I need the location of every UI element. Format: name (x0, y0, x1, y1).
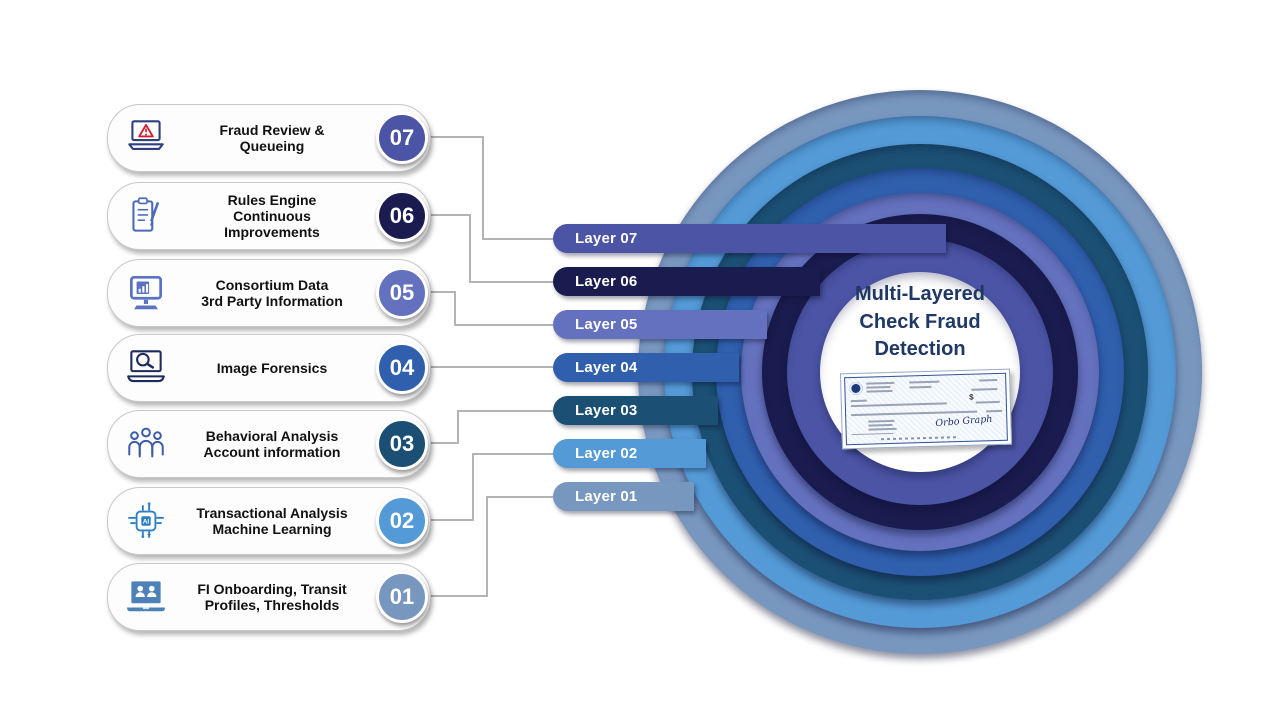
layer-number-badge: 02 (376, 495, 428, 547)
ai-chip-icon: AI (123, 501, 169, 541)
check-bank-logo-icon (849, 381, 863, 396)
connector-02 (430, 453, 553, 521)
card-title: Fraud Review &Queueing (219, 121, 325, 154)
layer-bar-label: Layer 04 (575, 359, 638, 376)
connector-01 (430, 496, 553, 597)
layer-bar-02: Layer 02 (553, 439, 706, 468)
laptop-team-icon (123, 577, 169, 617)
layer-bar-01: Layer 01 (553, 482, 694, 511)
connector-03 (430, 410, 553, 444)
svg-text:AI: AI (143, 519, 150, 526)
title-line-1: Multi-Layered (854, 283, 986, 305)
layer-number-badge: 03 (376, 418, 428, 470)
card-title: Image Forensics (216, 359, 328, 376)
check-dollar-sign: $ (969, 392, 974, 402)
laptop-alert-icon (123, 118, 169, 158)
layer-bar-05: Layer 05 (553, 310, 767, 339)
monitor-chart-icon (123, 273, 169, 313)
check-image: $ Orbo Graph (839, 368, 1013, 450)
layer-bar-label: Layer 02 (575, 445, 638, 462)
diagram-title: Multi-Layered Check Fraud Detection (818, 281, 1022, 364)
layer-number-badge: 07 (376, 112, 428, 164)
card-layer-07: Fraud Review &Queueing 07 (107, 104, 431, 172)
layer-bar-label: Layer 05 (575, 316, 638, 333)
laptop-magnifier-icon (123, 348, 169, 388)
check-signature: Orbo Graph (934, 413, 993, 430)
connector-05 (430, 291, 553, 326)
layer-bar-label: Layer 01 (575, 488, 638, 505)
layer-bar-07: Layer 07 (553, 224, 946, 253)
check-micr-line (880, 435, 959, 441)
clipboard-pencil-icon (123, 196, 169, 236)
connector-07 (430, 136, 553, 240)
check-face: $ Orbo Graph (844, 372, 1008, 446)
check-signature-line (939, 428, 999, 431)
card-layer-04: Image Forensics 04 (107, 334, 431, 402)
title-line-3: Detection (874, 338, 966, 361)
people-group-icon (123, 424, 169, 464)
layer-number-badge: 01 (376, 571, 428, 623)
layer-bar-06: Layer 06 (553, 267, 820, 296)
layer-bar-label: Layer 03 (575, 402, 638, 419)
layer-bar-04: Layer 04 (553, 353, 739, 382)
layer-bar-label: Layer 07 (575, 230, 638, 247)
layer-bar-label: Layer 06 (575, 273, 638, 290)
connector-06 (430, 214, 553, 283)
layer-number-badge: 05 (376, 267, 428, 319)
layer-number-badge: 06 (376, 190, 428, 242)
layer-bar-03: Layer 03 (553, 396, 718, 425)
title-line-2: Check Fraud (859, 310, 981, 333)
layer-number-badge: 04 (376, 342, 428, 394)
